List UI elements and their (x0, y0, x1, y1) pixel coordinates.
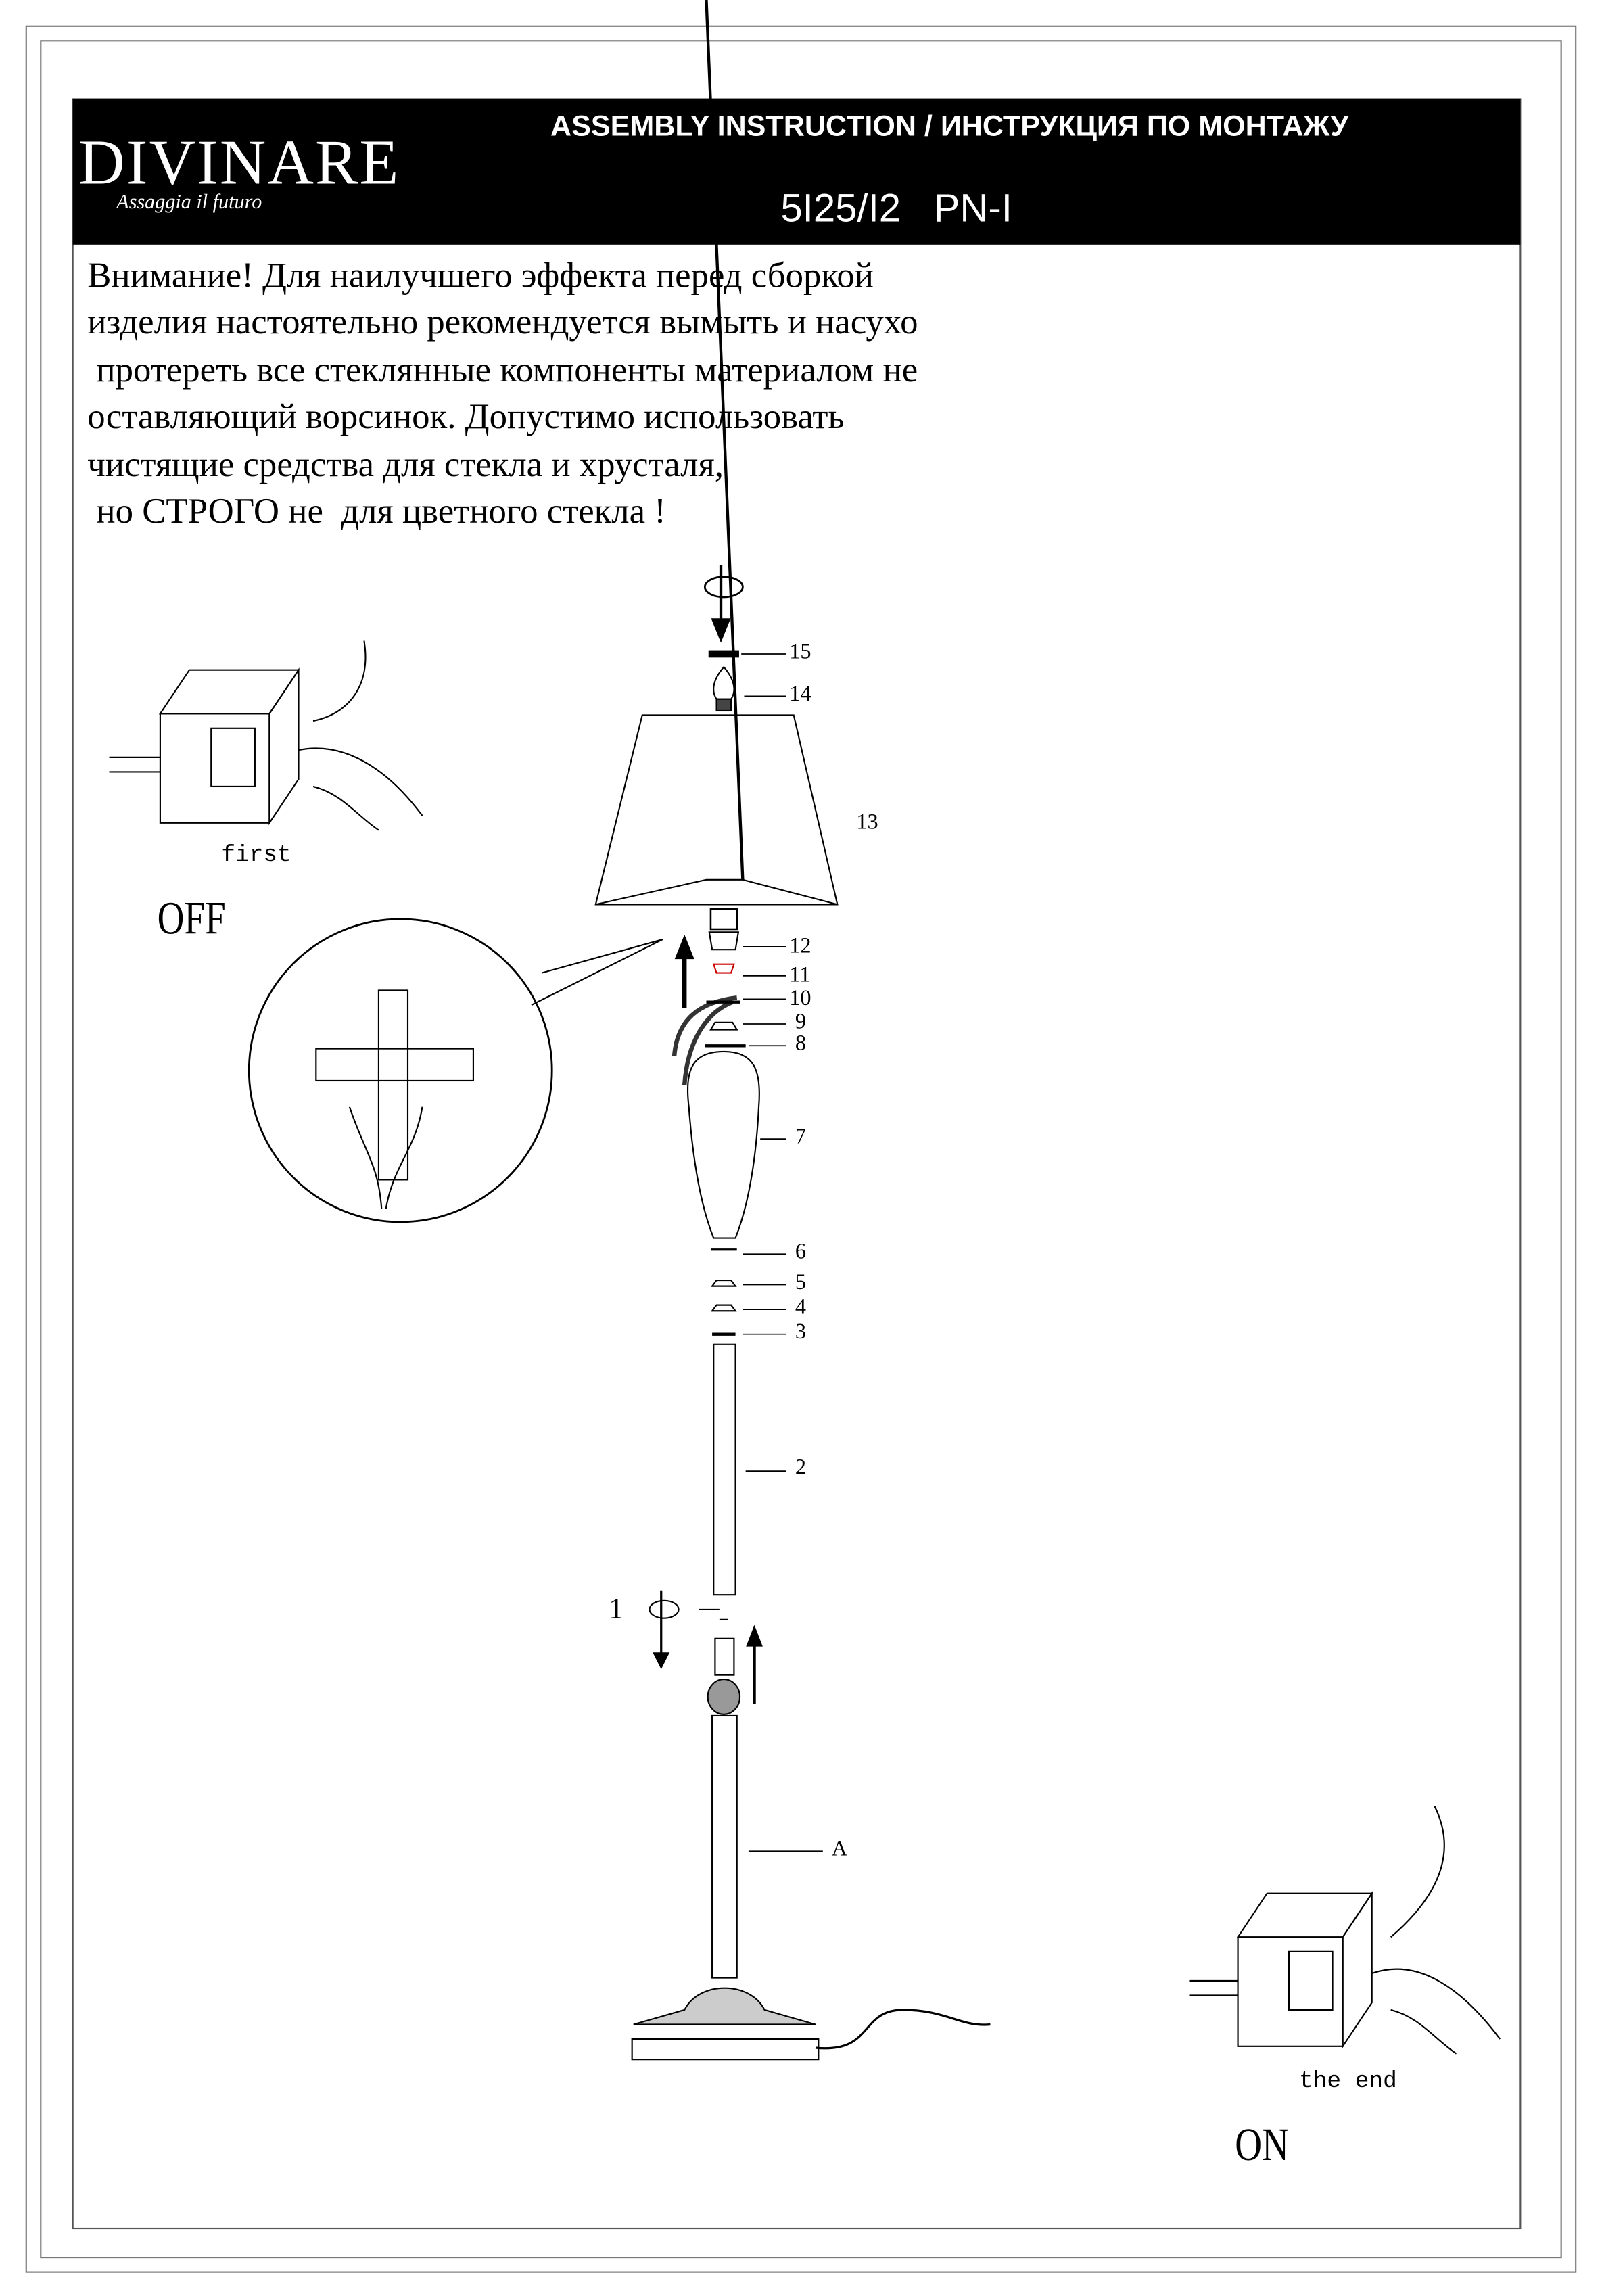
part-label: 13 (856, 811, 878, 835)
part-label: 10 (789, 987, 811, 1011)
part-label: 5 (795, 1271, 807, 1295)
rotate-down-arrow-icon (703, 565, 744, 643)
part-2-pipe (713, 1343, 736, 1596)
up-arrow-icon (746, 1624, 763, 1704)
part-label: 14 (789, 683, 811, 707)
switch-off-illustration (109, 640, 423, 831)
rotate-arrow-icon (649, 1590, 680, 1670)
part-label: 3 (795, 1321, 807, 1344)
warning-line: изделия настоятельно рекомендуется вымыт… (87, 302, 918, 343)
warning-line: протереть все стеклянные компоненты мате… (87, 351, 918, 391)
header-bar: DIVINARE Assaggia il futuro ASSEMBLY INS… (72, 99, 1521, 245)
part-12-holder (709, 908, 738, 931)
part-label: 15 (789, 640, 811, 665)
brand-tagline: Assaggia il futuro (116, 192, 262, 214)
part-14-bulb (713, 665, 735, 712)
switch-on-illustration (1189, 1805, 1501, 2055)
part-label: 2 (795, 1456, 807, 1480)
warning-line: чистящие средства для стекла и хрусталя, (87, 446, 724, 486)
switch-end-state: ON (1235, 2117, 1289, 2170)
part-7-vase (686, 1050, 760, 1239)
part-label: 6 (795, 1240, 807, 1265)
brand-logo: DIVINARE (78, 126, 400, 198)
warning-line: оставляющий ворсинок. Допустимо использо… (87, 397, 845, 438)
part-label: 1 (609, 1593, 623, 1626)
outer-frame-inner (40, 40, 1562, 2259)
part-label: 8 (795, 1032, 807, 1056)
up-arrow-icon (674, 934, 694, 1008)
part-label: A (831, 1837, 848, 1862)
part-label: 12 (789, 935, 811, 959)
part-label: 4 (795, 1296, 807, 1320)
part-15-ring (708, 650, 739, 658)
part-label: 11 (789, 964, 811, 988)
warning-line: но СТРОГО не для цветного стекла ! (87, 492, 666, 532)
part-label: 9 (795, 1010, 807, 1035)
part-label: 7 (795, 1125, 807, 1150)
warning-line: Внимание! Для наилучшего эффекта перед с… (87, 256, 874, 296)
outer-frame (25, 25, 1577, 2273)
switch-start-caption: first (221, 841, 291, 868)
part-a-base (631, 1637, 991, 2061)
document-title: ASSEMBLY INSTRUCTION / ИНСТРУКЦИЯ ПО МОН… (550, 110, 1349, 143)
model-number: 5I25/I2 PN-I (780, 186, 1012, 231)
switch-end-caption: the end (1299, 2068, 1397, 2094)
wiring-detail-callout (248, 918, 663, 1223)
switch-start-state: OFF (157, 891, 226, 944)
